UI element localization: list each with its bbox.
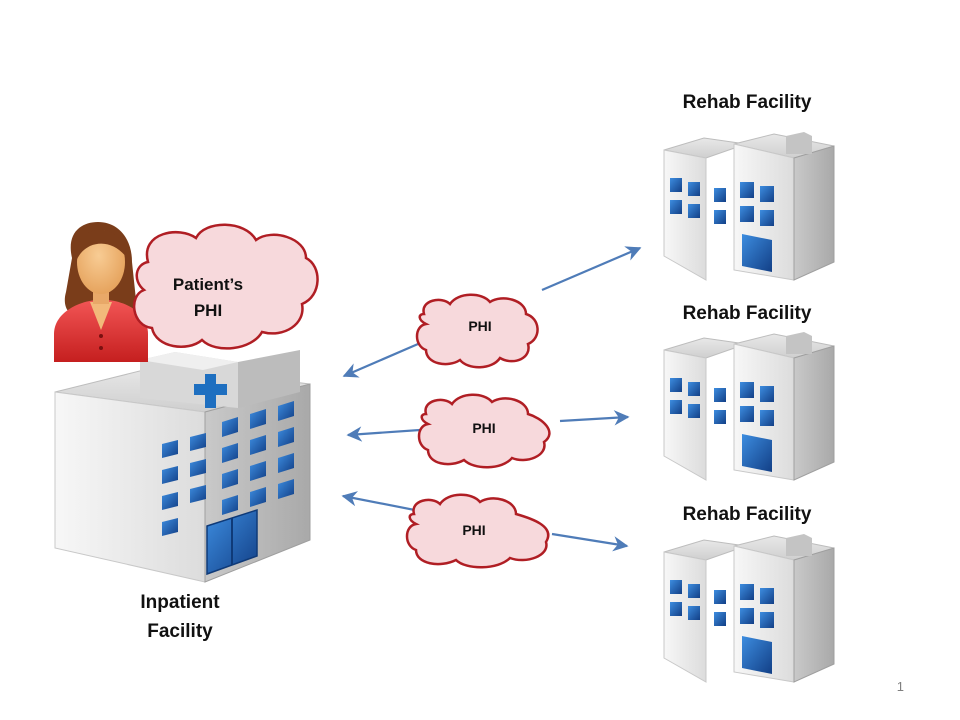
- inpatient-facility-label-line1: Inpatient: [140, 592, 220, 613]
- flow-arrows: [341, 246, 642, 552]
- rehab-facility-label-2: Rehab Facility: [683, 303, 812, 324]
- patient-phi-label-line1: Patient’s: [173, 275, 243, 294]
- rehab-building-icon: [663, 132, 835, 281]
- arrow-to-rehab-2: [346, 426, 421, 442]
- rehab-building-icon: [663, 332, 835, 481]
- inpatient-facility-label-line2: Facility: [147, 621, 213, 642]
- phi-cloud-label: PHI: [472, 420, 495, 436]
- arrow-to-rehab-1: [342, 342, 419, 378]
- phi-cloud-label: PHI: [462, 522, 485, 538]
- arrow-to-rehab-1: [541, 246, 642, 292]
- patient-phi-cloud: Patient’s PHI: [132, 223, 319, 350]
- phi-cloud-label: PHI: [468, 318, 491, 334]
- rehab-facility-label-3: Rehab Facility: [683, 504, 812, 525]
- phi-cloud-2: PHI: [417, 393, 551, 469]
- arrow-to-rehab-3: [551, 532, 629, 552]
- arrow-to-rehab-2: [559, 410, 630, 426]
- arrow-to-rehab-3: [341, 491, 426, 514]
- inpatient-building-icon: [54, 350, 311, 583]
- patient-avatar-icon: [54, 222, 148, 362]
- patient-phi-label-line2: PHI: [194, 301, 222, 320]
- slide-number: 1: [896, 679, 904, 694]
- phi-cloud-1: PHI: [415, 293, 539, 369]
- rehab-building-icon: [663, 534, 835, 683]
- rehab-facility-label-1: Rehab Facility: [683, 92, 812, 113]
- phi-cloud-3: PHI: [405, 493, 550, 569]
